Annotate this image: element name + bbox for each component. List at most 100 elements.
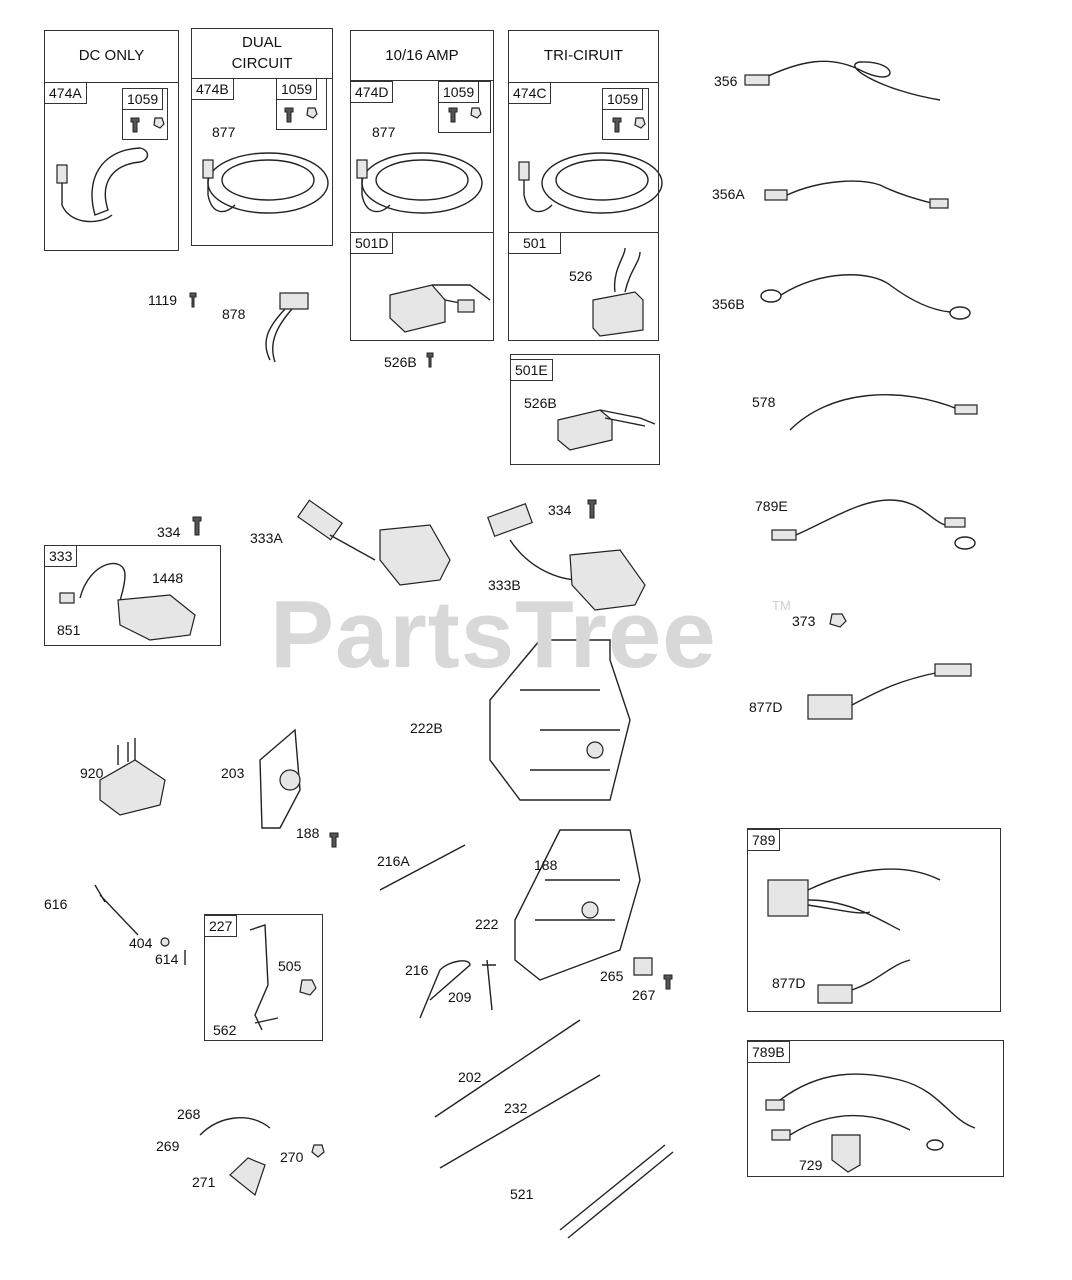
label-203[interactable]: 203: [221, 765, 245, 781]
link-216: [419, 960, 471, 1019]
cable-232: [439, 1074, 601, 1169]
tag-1059-c[interactable]: 1059: [602, 88, 644, 110]
label-404[interactable]: 404: [129, 935, 153, 951]
nut-505: [299, 979, 317, 996]
header-dual-line1: DUAL: [241, 34, 282, 51]
trademark-mark: TM: [772, 598, 791, 613]
label-526b-e[interactable]: 526B: [524, 395, 557, 411]
label-333a[interactable]: 333A: [250, 530, 283, 546]
label-789e[interactable]: 789E: [755, 498, 788, 514]
label-526b[interactable]: 526B: [384, 354, 417, 370]
lever-227: [249, 924, 269, 1031]
label-334-left[interactable]: 334: [157, 524, 181, 540]
tag-501[interactable]: 501: [508, 232, 562, 254]
label-209[interactable]: 209: [448, 989, 472, 1005]
bracket-222-drawing: [514, 829, 641, 981]
label-614[interactable]: 614: [155, 951, 179, 967]
label-265[interactable]: 265: [600, 968, 624, 984]
tag-333[interactable]: 333: [44, 545, 78, 567]
screw-188a: [329, 832, 339, 848]
tag-474a[interactable]: 474A: [44, 82, 87, 104]
screw-1119: [189, 292, 197, 308]
clip-265: [633, 957, 653, 976]
label-269[interactable]: 269: [156, 1138, 180, 1154]
tag-474c[interactable]: 474C: [508, 82, 552, 104]
label-333b[interactable]: 333B: [488, 577, 521, 593]
label-356a[interactable]: 356A: [712, 186, 745, 202]
label-851[interactable]: 851: [57, 622, 81, 638]
harness-877d-drawing: [807, 663, 972, 720]
harness-356b-drawing: [760, 274, 971, 320]
solenoid-920-drawing: [99, 738, 166, 816]
label-188-right[interactable]: 188: [534, 857, 558, 873]
label-202[interactable]: 202: [458, 1069, 482, 1085]
box-dc-only: [44, 30, 179, 251]
label-729[interactable]: 729: [799, 1157, 823, 1173]
hw-box-a: [122, 88, 168, 140]
tag-1059-d[interactable]: 1059: [438, 81, 480, 103]
label-877-d[interactable]: 877: [372, 124, 396, 140]
hw-box-d: [438, 81, 491, 133]
box-dual-circuit: [191, 28, 333, 246]
label-373[interactable]: 373: [792, 613, 816, 629]
header-dual-line2: CIRCUIT: [231, 55, 293, 72]
label-222b[interactable]: 222B: [410, 720, 443, 736]
divider: [350, 80, 494, 81]
label-562[interactable]: 562: [213, 1022, 237, 1038]
label-232[interactable]: 232: [504, 1100, 528, 1116]
label-270[interactable]: 270: [280, 1149, 304, 1165]
label-267[interactable]: 267: [632, 987, 656, 1003]
stator-474a-drawing: [56, 147, 149, 223]
tag-474d[interactable]: 474D: [350, 81, 394, 103]
tag-474b[interactable]: 474B: [191, 78, 234, 100]
divider: [508, 232, 659, 233]
box-501e: [510, 354, 660, 465]
label-877d-789[interactable]: 877D: [772, 975, 806, 991]
label-920[interactable]: 920: [80, 765, 104, 781]
label-356b[interactable]: 356B: [712, 296, 745, 312]
harness-789b-drawing: [765, 1073, 976, 1173]
washer-404: [160, 937, 170, 947]
label-878[interactable]: 878: [222, 306, 246, 322]
tag-501d[interactable]: 501D: [350, 232, 394, 254]
wire-578-drawing: [789, 394, 978, 431]
tag-501e[interactable]: 501E: [510, 359, 553, 381]
divider: [508, 82, 659, 83]
label-216a[interactable]: 216A: [377, 853, 410, 869]
label-526[interactable]: 526: [569, 268, 593, 284]
label-877d[interactable]: 877D: [749, 699, 783, 715]
tag-227[interactable]: 227: [204, 915, 238, 937]
label-356[interactable]: 356: [714, 73, 738, 89]
label-1119[interactable]: 1119: [148, 292, 178, 308]
label-334-right[interactable]: 334: [548, 502, 572, 518]
coil-333-drawing: [59, 562, 196, 641]
label-188-left[interactable]: 188: [296, 825, 320, 841]
shaft-616: [94, 884, 139, 936]
header-dc-only: DC ONLY: [78, 47, 145, 64]
label-616[interactable]: 616: [44, 896, 68, 912]
harness-789-drawing: [767, 868, 941, 1004]
label-1448[interactable]: 1448: [152, 570, 184, 586]
link-216a: [379, 844, 466, 891]
label-268[interactable]: 268: [177, 1106, 201, 1122]
bolt-334a: [192, 516, 202, 536]
label-222[interactable]: 222: [475, 916, 499, 932]
nut-373: [829, 613, 847, 628]
tag-789b[interactable]: 789B: [747, 1041, 790, 1063]
label-216[interactable]: 216: [405, 962, 429, 978]
harness-789e-drawing: [771, 499, 976, 550]
label-877-b[interactable]: 877: [212, 124, 236, 140]
hw-box-b: [276, 78, 327, 130]
label-578[interactable]: 578: [752, 394, 776, 410]
header-10-16-amp: 10/16 AMP: [385, 47, 459, 64]
tag-789[interactable]: 789: [747, 829, 781, 851]
label-505[interactable]: 505: [278, 958, 302, 974]
box-789b: [747, 1040, 1004, 1177]
screw-526b: [426, 352, 434, 368]
tube-521: [559, 1144, 674, 1239]
label-271[interactable]: 271: [192, 1174, 216, 1190]
lever-271: [229, 1157, 266, 1197]
label-521[interactable]: 521: [510, 1186, 534, 1202]
cable-268: [199, 1117, 271, 1136]
